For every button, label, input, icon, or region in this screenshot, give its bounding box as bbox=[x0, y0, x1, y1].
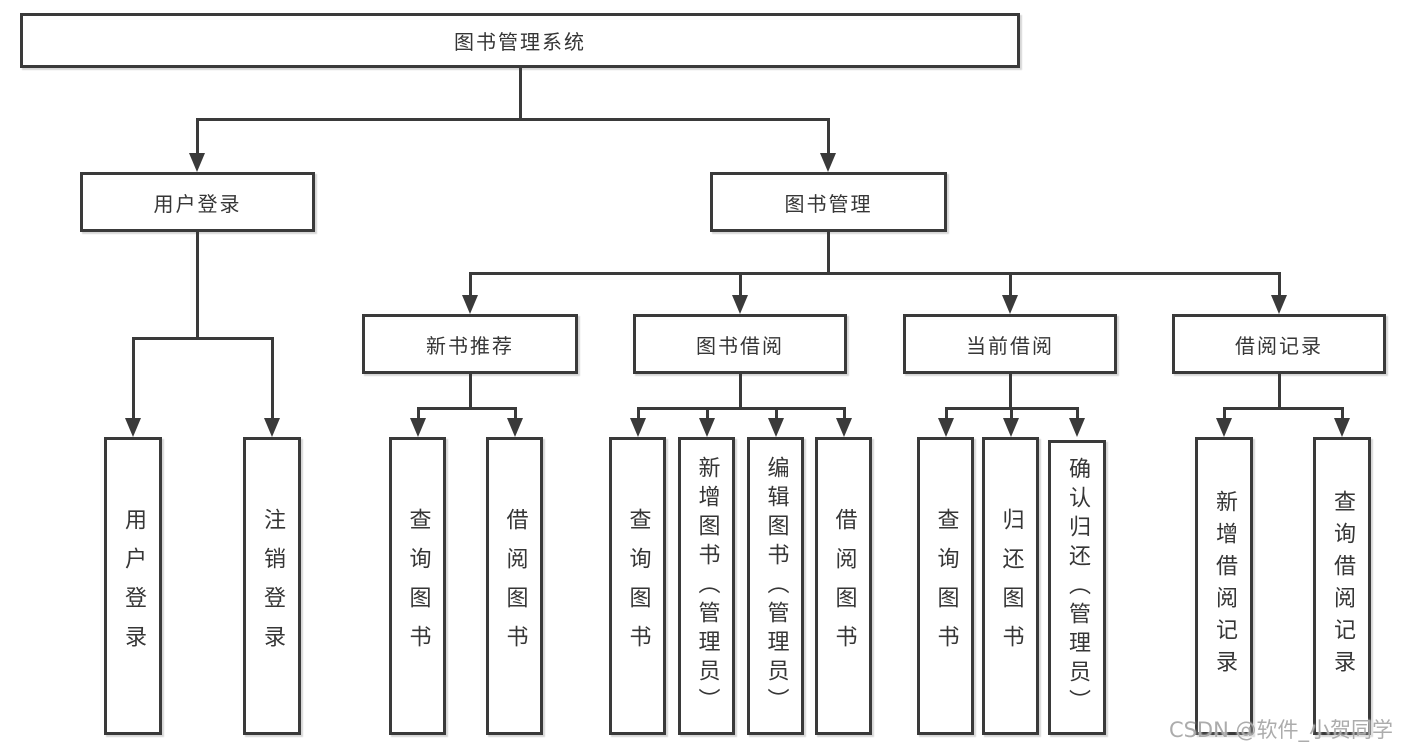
connector-segment bbox=[1076, 407, 1079, 422]
arrow-down-icon bbox=[125, 418, 141, 437]
arrow-down-icon bbox=[732, 295, 748, 314]
arrow-down-icon bbox=[264, 418, 280, 437]
leaf-query-borrow-record: 查询借阅记录 bbox=[1313, 437, 1371, 735]
leaf-query-books: 查询图书 bbox=[609, 437, 666, 735]
node-label: 查询图书 bbox=[405, 508, 431, 664]
connector-segment bbox=[945, 407, 948, 422]
leaf-borrow-books: 借阅图书 bbox=[815, 437, 872, 735]
node-label: 归还图书 bbox=[998, 508, 1024, 664]
node-label: 借阅记录 bbox=[1235, 333, 1323, 358]
connector-segment bbox=[469, 272, 472, 298]
node-label: 图书管理 bbox=[784, 191, 873, 216]
connector-segment bbox=[637, 407, 640, 422]
node-current-borrowing: 当前借阅 bbox=[903, 314, 1117, 374]
node-label: 新书推荐 bbox=[426, 333, 514, 358]
leaf-borrow-books: 借阅图书 bbox=[486, 437, 543, 735]
connector-segment bbox=[1223, 407, 1344, 410]
arrow-down-icon bbox=[820, 153, 836, 172]
leaf-return-books: 归还图书 bbox=[982, 437, 1039, 735]
leaf-add-borrow-record: 新增借阅记录 bbox=[1195, 437, 1253, 735]
node-label: 确认归还（管理员） bbox=[1065, 457, 1090, 718]
connector-segment bbox=[1278, 272, 1281, 298]
leaf-query-books: 查询图书 bbox=[389, 437, 446, 735]
leaf-confirm-return-admin: 确认归还（管理员） bbox=[1048, 440, 1106, 735]
node-book-borrowing: 图书借阅 bbox=[633, 314, 847, 374]
node-label: 查询图书 bbox=[625, 508, 651, 664]
leaf-query-books: 查询图书 bbox=[917, 437, 974, 735]
arrow-down-icon bbox=[768, 418, 784, 437]
node-user-login: 用户登录 bbox=[80, 172, 315, 232]
connector-segment bbox=[469, 272, 1281, 275]
arrow-down-icon bbox=[1069, 418, 1085, 437]
node-label: 新增借阅记录 bbox=[1212, 490, 1237, 682]
node-borrowing-records: 借阅记录 bbox=[1172, 314, 1386, 374]
connector-segment bbox=[1009, 374, 1012, 410]
connector-segment bbox=[1009, 272, 1012, 298]
connector-segment bbox=[1010, 407, 1013, 422]
arrow-down-icon bbox=[507, 418, 523, 437]
arrow-down-icon bbox=[410, 418, 426, 437]
connector-segment bbox=[519, 68, 522, 120]
connector-segment bbox=[637, 407, 846, 410]
arrow-down-icon bbox=[699, 418, 715, 437]
connector-segment bbox=[1341, 407, 1344, 422]
node-label: 新增图书（管理员） bbox=[694, 455, 720, 717]
connector-segment bbox=[706, 407, 709, 422]
connector-segment bbox=[775, 407, 778, 422]
arrow-down-icon bbox=[1216, 418, 1232, 437]
node-label: 借阅图书 bbox=[831, 508, 857, 664]
connector-segment bbox=[514, 407, 517, 422]
arrow-down-icon bbox=[1271, 295, 1287, 314]
node-new-book-recommend: 新书推荐 bbox=[362, 314, 578, 374]
node-label: 用户登录 bbox=[153, 191, 242, 216]
node-label: 查询图书 bbox=[933, 508, 959, 664]
connector-segment bbox=[132, 337, 274, 340]
leaf-logout: 注销登录 bbox=[243, 437, 301, 735]
node-library-system: 图书管理系统 bbox=[20, 13, 1020, 68]
connector-segment bbox=[417, 407, 420, 422]
arrow-down-icon bbox=[1003, 418, 1019, 437]
connector-segment bbox=[196, 118, 830, 121]
leaf-edit-books-admin: 编辑图书（管理员） bbox=[747, 437, 804, 735]
node-book-management: 图书管理 bbox=[710, 172, 947, 232]
node-label: 注销登录 bbox=[260, 508, 285, 664]
node-label: 图书借阅 bbox=[696, 333, 784, 358]
arrow-down-icon bbox=[1002, 295, 1018, 314]
connector-segment bbox=[739, 272, 742, 298]
node-label: 编辑图书（管理员） bbox=[763, 455, 789, 717]
node-label: 图书管理系统 bbox=[454, 30, 586, 54]
connector-segment bbox=[827, 118, 830, 156]
connector-segment bbox=[271, 337, 274, 421]
connector-segment bbox=[1278, 374, 1281, 410]
arrow-down-icon bbox=[938, 418, 954, 437]
arrow-down-icon bbox=[630, 418, 646, 437]
node-label: 当前借阅 bbox=[966, 333, 1054, 358]
connector-segment bbox=[196, 232, 199, 339]
leaf-user-login: 用户登录 bbox=[104, 437, 162, 735]
arrow-down-icon bbox=[1334, 418, 1350, 437]
node-label: 查询借阅记录 bbox=[1330, 490, 1355, 682]
connector-segment bbox=[417, 407, 517, 410]
connector-segment bbox=[469, 374, 472, 410]
connector-segment bbox=[196, 118, 199, 156]
arrow-down-icon bbox=[189, 153, 205, 172]
leaf-add-books-admin: 新增图书（管理员） bbox=[678, 437, 735, 735]
arrow-down-icon bbox=[462, 295, 478, 314]
connector-segment bbox=[827, 232, 830, 274]
connector-segment bbox=[739, 374, 742, 410]
csdn-watermark: CSDN @软件_小贺同学 bbox=[1168, 718, 1393, 742]
arrow-down-icon bbox=[836, 418, 852, 437]
connector-segment bbox=[132, 337, 135, 421]
connector-segment bbox=[843, 407, 846, 422]
connector-segment bbox=[1223, 407, 1226, 422]
node-label: 借阅图书 bbox=[502, 508, 528, 664]
node-label: 用户登录 bbox=[121, 508, 146, 664]
